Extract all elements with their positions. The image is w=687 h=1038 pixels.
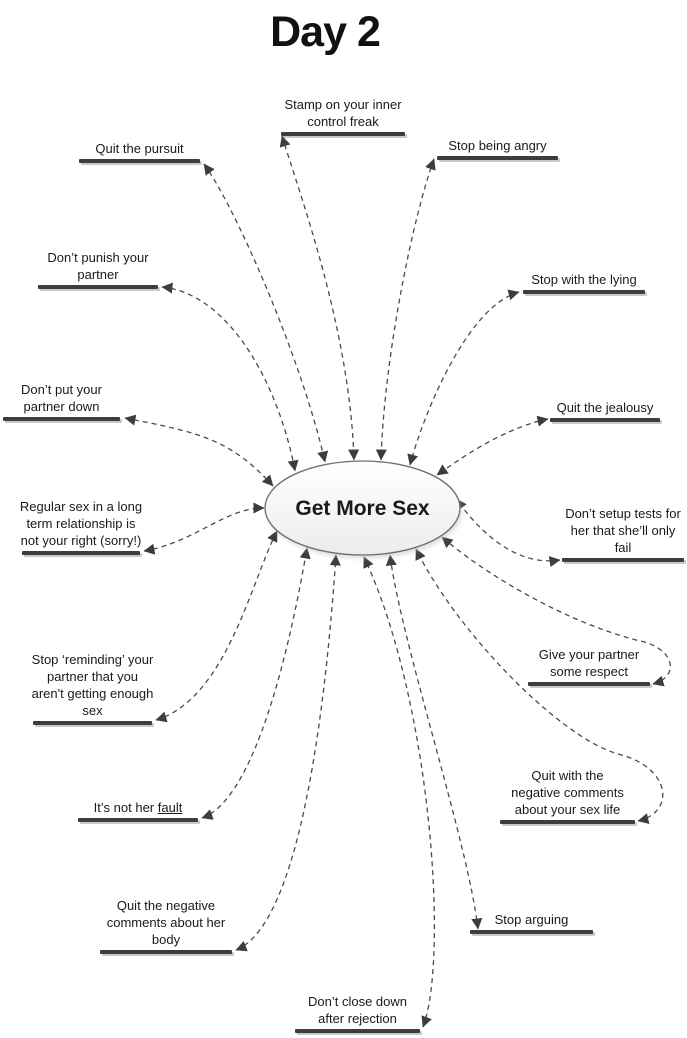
node-underline-dont-punish-partner (38, 285, 158, 289)
node-underline-stamp-inner-control-freak (281, 132, 405, 136)
node-underline-quit-the-jealousy (550, 418, 660, 422)
connector-stop-with-the-lying (407, 289, 520, 466)
node-underline-stop-arguing (470, 930, 593, 934)
connector-dont-put-partner-down (124, 414, 274, 487)
node-label-text: It’s not her (93, 800, 158, 815)
node-underline-stop-being-angry (437, 156, 558, 160)
node-underline-dont-close-down (295, 1029, 420, 1033)
node-label-dont-put-partner-down: Don’t put your partner down (21, 382, 102, 414)
node-label-quit-negative-comments-sex-life: Quit with the negative comments about yo… (511, 768, 624, 817)
connector-stop-arguing (385, 554, 483, 930)
node-label-stop-being-angry: Stop being angry (448, 138, 547, 153)
node-underline-quit-negative-comments-sex-life (500, 820, 635, 824)
connector-stop-reminding (155, 530, 278, 723)
connector-dont-close-down (363, 556, 436, 1028)
node-underline-dont-put-partner-down (3, 417, 120, 421)
connector-quit-negative-comments-body (235, 554, 341, 952)
node-label-dont-close-down: Don’t close down after rejection (308, 994, 407, 1026)
node-label-stop-with-the-lying: Stop with the lying (531, 272, 637, 287)
connector-stop-being-angry (375, 158, 436, 461)
node-label-underlined-word: fault (157, 800, 183, 815)
node-underline-stop-with-the-lying (523, 290, 645, 294)
connector-dont-punish-partner (161, 282, 299, 472)
page-title: Day 2 (270, 8, 381, 56)
node-label-quit-the-pursuit: Quit the pursuit (95, 141, 184, 156)
connector-stamp-inner-control-freak (279, 135, 360, 461)
node-label-stop-arguing: Stop arguing (494, 912, 569, 927)
connector-quit-the-jealousy (436, 415, 549, 476)
node-label-dont-setup-tests: Don’t setup tests for her that she’ll on… (565, 506, 681, 555)
node-underline-give-partner-respect (528, 682, 650, 686)
connector-dont-setup-tests (455, 498, 561, 568)
node-label-stamp-inner-control-freak: Stamp on your inner control freak (284, 97, 402, 129)
connector-its-not-her-fault (201, 547, 311, 820)
central-topic-label: Get More Sex (295, 497, 430, 520)
node-label-quit-the-jealousy: Quit the jealousy (556, 400, 654, 415)
central-topic-shadow (267, 464, 462, 559)
node-label-its-not-her-fault: It’s not her fault (68, 799, 208, 816)
node-label-quit-negative-comments-body: Quit the negative comments about her bod… (106, 898, 226, 947)
node-underline-dont-setup-tests (562, 558, 684, 562)
node-label-stop-reminding: Stop ‘reminding’ your partner that you a… (31, 652, 154, 718)
connector-regular-sex-not-your-right (143, 502, 265, 555)
node-label-dont-punish-partner: Don’t punish your partner (47, 250, 149, 282)
node-underline-its-not-her-fault (78, 818, 198, 822)
node-underline-quit-negative-comments-body (100, 950, 232, 954)
node-underline-regular-sex-not-your-right (22, 551, 140, 555)
node-underline-stop-reminding (33, 721, 152, 725)
node-label-regular-sex-not-your-right: Regular sex in a long term relationship … (19, 499, 143, 548)
connector-quit-the-pursuit (203, 163, 329, 463)
node-underline-quit-the-pursuit (79, 159, 200, 163)
node-label-give-partner-respect: Give your partner some respect (538, 647, 640, 679)
central-topic-ellipse (264, 460, 461, 556)
central-topic: Get More Sex (264, 460, 462, 559)
